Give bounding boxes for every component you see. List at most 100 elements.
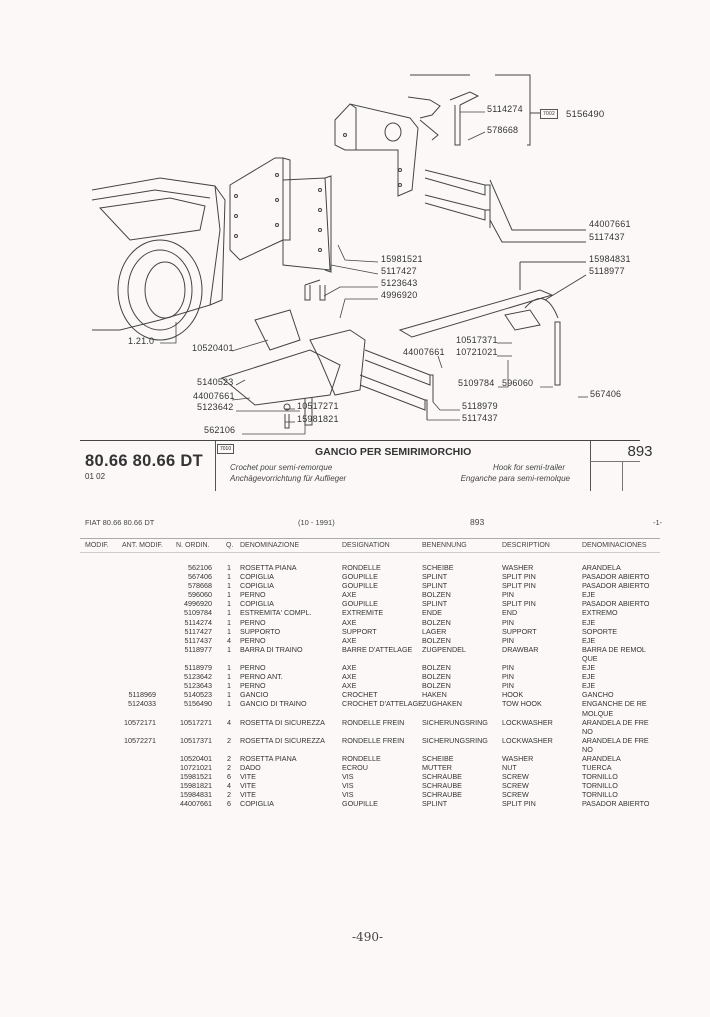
- description-cell: PIN: [502, 617, 514, 627]
- quantity-cell: 4: [227, 781, 231, 791]
- denominazione-cell: DADO: [240, 763, 261, 773]
- benennung-cell: ENDE: [422, 608, 442, 618]
- leader-lines: [160, 111, 588, 435]
- denominaciones-cell: TORNILLO: [582, 772, 618, 782]
- benennung-cell: SCHEIBE: [422, 753, 454, 763]
- callout-label: 15981821: [297, 414, 339, 424]
- col-designation: DESIGNATION: [342, 542, 390, 549]
- designation-cell: ECROU: [342, 763, 368, 773]
- table-header: MODIF. ANT. MODIF. N. ORDIN. Q. DENOMINA…: [80, 538, 660, 553]
- quantity-cell: 1: [227, 690, 231, 700]
- quantity-cell: 1: [227, 644, 231, 654]
- callout-label: 10520401: [192, 343, 234, 353]
- description-cell: LOCKWASHER: [502, 717, 553, 727]
- callout-label: 44007661: [589, 219, 631, 229]
- benennung-cell: SCHEIBE: [422, 563, 454, 572]
- part-number-cell: 15981521: [180, 772, 212, 782]
- quantity-cell: 2: [227, 753, 231, 763]
- page-title: GANCIO PER SEMIRIMORCHIO: [315, 446, 472, 458]
- designation-cell: GOUPILLE: [342, 799, 378, 809]
- description-cell: END: [502, 608, 518, 618]
- quantity-cell: 1: [227, 681, 231, 691]
- denominazione-cell: SUPPORTO: [240, 626, 281, 636]
- description-cell: SCREW: [502, 790, 529, 800]
- col-ant-modif: ANT. MODIF.: [122, 542, 163, 549]
- callout-label: 5114274: [487, 104, 523, 114]
- description-cell: SPLIT PIN: [502, 799, 536, 809]
- designation-cell: EXTREMITE: [342, 608, 384, 618]
- designation-cell: AXE: [342, 663, 357, 673]
- benennung-cell: BOLZEN: [422, 663, 451, 673]
- col-n-ordin: N. ORDIN.: [176, 542, 210, 549]
- callout-label: 5123643: [381, 278, 418, 288]
- quantity-cell: 1: [227, 699, 231, 709]
- part-number-cell: 5118977: [184, 644, 212, 654]
- part-number-cell: 5118979: [184, 663, 212, 673]
- quantity-cell: 2: [227, 735, 231, 745]
- col-modif: MODIF.: [85, 542, 109, 549]
- group-code: 893: [470, 517, 485, 527]
- part-number-cell: 578668: [188, 581, 212, 591]
- benennung-cell: ZUGHAKEN: [422, 699, 462, 709]
- designation-cell: RONDELLE: [342, 753, 381, 763]
- title-en: Hook for semi-trailer: [492, 463, 565, 472]
- benennung-cell: BOLZEN: [422, 617, 451, 627]
- part-number-cell: 5140523: [184, 690, 212, 700]
- part-number-cell: 5123642: [184, 672, 212, 682]
- tow-hook-bracket-drawing: [334, 96, 441, 197]
- part-number-cell: 10721021: [180, 763, 212, 773]
- denominaciones-cell: ENGANCHE DE REMOLQUE: [582, 699, 647, 718]
- benennung-cell: SCHRAUBE: [422, 772, 462, 782]
- callout-label: 5140523: [197, 377, 234, 387]
- quantity-cell: 1: [227, 599, 231, 609]
- designation-cell: GOUPILLE: [342, 572, 378, 582]
- benennung-cell: SPLINT: [422, 581, 448, 591]
- quantity-cell: 1: [227, 590, 231, 600]
- quantity-cell: 2: [227, 790, 231, 800]
- callout-label: 44007661: [193, 391, 235, 401]
- part-number-cell: 15981821: [180, 781, 212, 791]
- designation-cell: VIS: [342, 790, 354, 800]
- denominaciones-cell: EJE: [582, 663, 596, 673]
- mounting-plate-drawing: [229, 157, 332, 273]
- quantity-cell: 1: [227, 663, 231, 673]
- callout-label: 1.21.0: [128, 336, 155, 346]
- description-cell: TOW HOOK: [502, 699, 542, 709]
- denominazione-cell: PERNO: [240, 635, 266, 645]
- quantity-cell: 2: [227, 763, 231, 773]
- designation-cell: SUPPORT: [342, 626, 377, 636]
- denominaciones-cell: TORNILLO: [582, 790, 618, 800]
- denominazione-cell: COPIGLIA: [240, 799, 274, 809]
- description-cell: HOOK: [502, 690, 524, 700]
- designation-cell: AXE: [342, 617, 357, 627]
- description-cell: WASHER: [502, 563, 534, 572]
- group-number: 893: [627, 443, 653, 460]
- title-fr: Crochet pour semi-remorque: [230, 463, 333, 472]
- denominazione-cell: ESTREMITA' COMPL.: [240, 608, 312, 618]
- quantity-cell: 1: [227, 617, 231, 627]
- description-cell: DRAWBAR: [502, 644, 539, 654]
- denominazione-cell: ROSETTA DI SICUREZZA: [240, 717, 325, 727]
- denominaciones-cell: EJE: [582, 617, 596, 627]
- part-number-cell: 5114274: [184, 617, 212, 627]
- designation-cell: GOUPILLE: [342, 581, 378, 591]
- denominaciones-cell: PASADOR ABIERTO: [582, 572, 650, 582]
- callout-label: 10517371: [456, 335, 498, 345]
- description-cell: PIN: [502, 663, 514, 673]
- sheet-number: -1-: [653, 518, 663, 527]
- denominaciones-cell: ARANDELA DE FRENO: [582, 735, 649, 754]
- benennung-cell: SPLINT: [422, 572, 448, 582]
- part-number-cell: 5117437: [184, 635, 212, 645]
